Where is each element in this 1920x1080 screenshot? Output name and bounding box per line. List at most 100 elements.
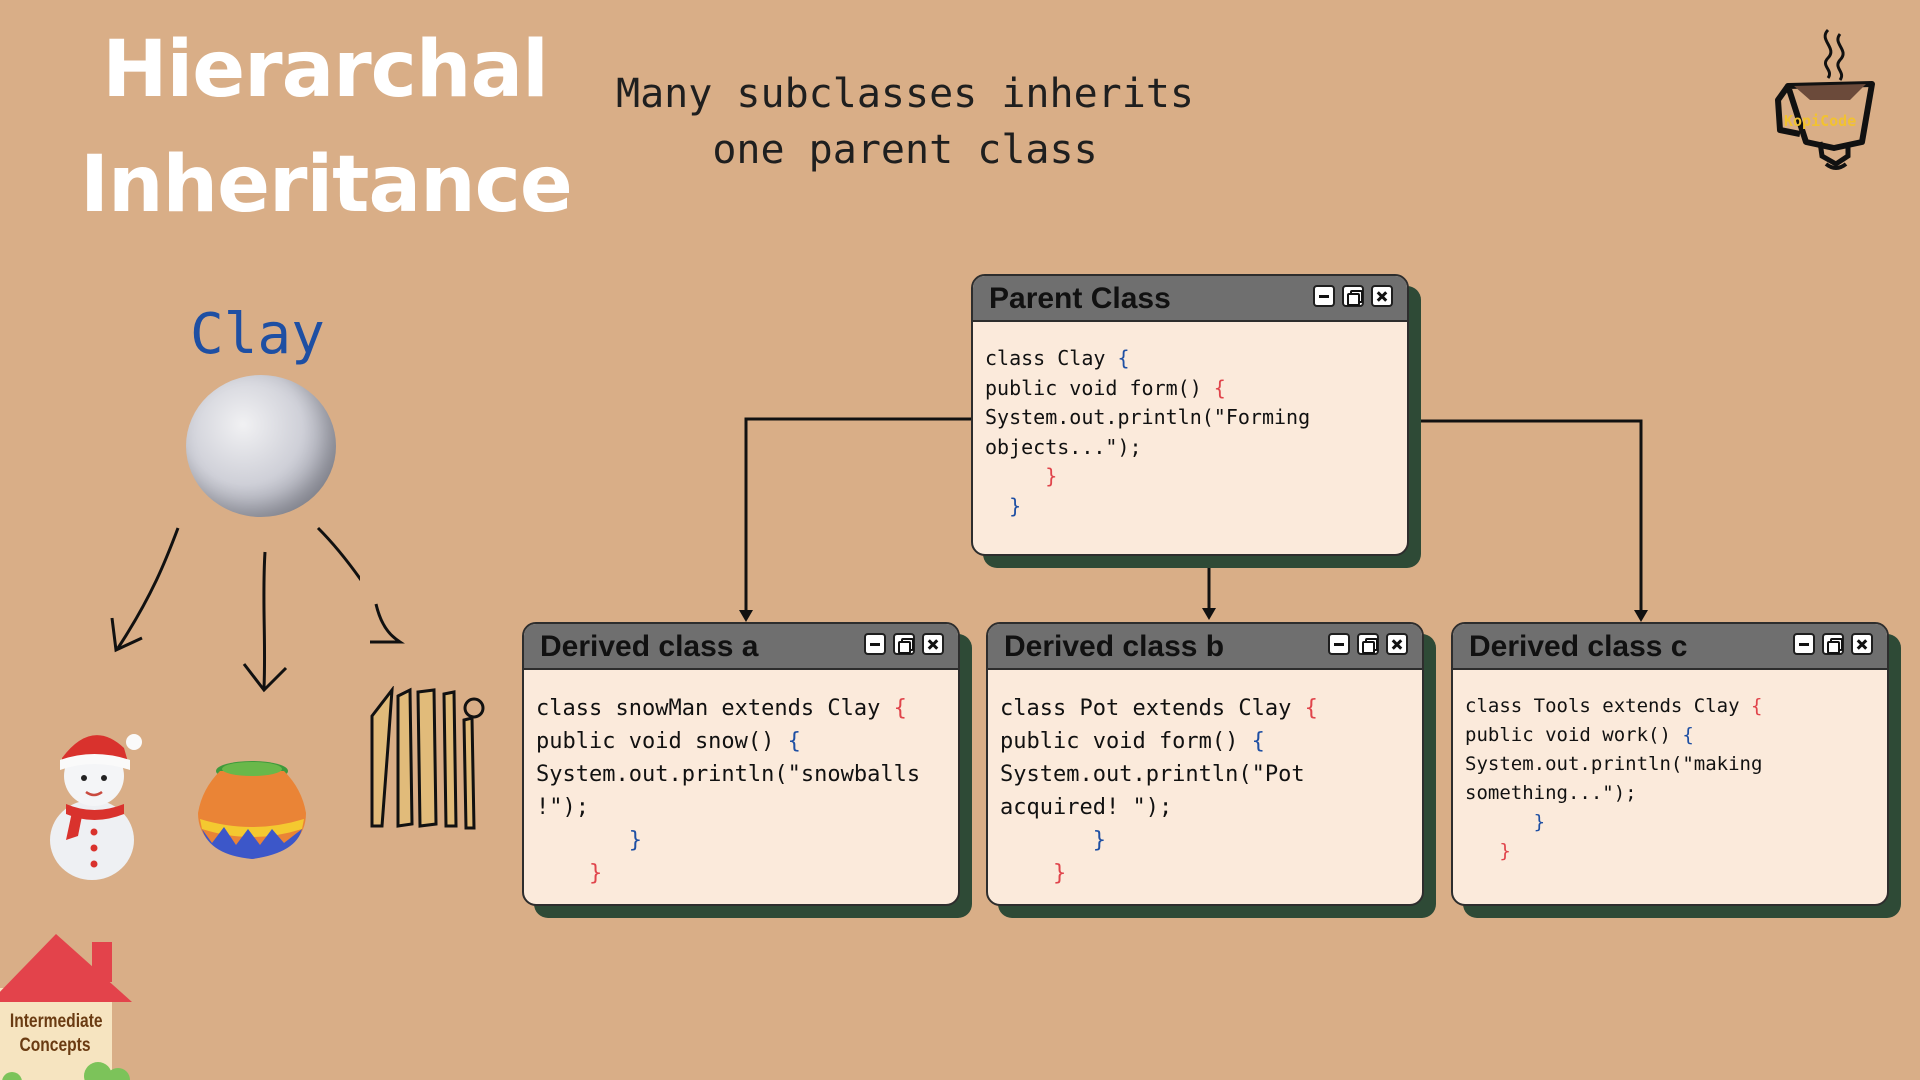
code-text: class Tools extends Clay	[1465, 695, 1751, 717]
code-brace: {	[893, 696, 907, 721]
code-line: objects...");	[985, 433, 1395, 463]
code-brace: {	[1750, 695, 1763, 717]
code-brace: {	[787, 729, 801, 754]
code-text	[536, 861, 589, 886]
code-line: public void form() {	[985, 374, 1395, 404]
code-brace: }	[588, 861, 603, 886]
code-block: class Clay {public void form() {System.o…	[973, 322, 1407, 535]
code-text: acquired! ");	[1000, 795, 1173, 820]
code-text: class Pot extends Clay	[1000, 696, 1305, 721]
code-line: System.out.println("Pot	[1000, 758, 1410, 791]
clay-tools-image	[370, 686, 485, 830]
code-text: System.out.println("making	[1465, 753, 1763, 775]
close-icon[interactable]	[1371, 285, 1393, 307]
maximize-icon[interactable]	[893, 633, 915, 655]
code-text	[985, 494, 1009, 518]
derived-class-c-window: Derived class c class Tools extends Clay…	[1451, 622, 1889, 906]
badge-line1: Intermediate	[9, 1011, 103, 1032]
code-text: objects...");	[985, 434, 1142, 459]
maximize-icon[interactable]	[1357, 633, 1379, 655]
code-line: }	[985, 462, 1395, 492]
code-brace: }	[1499, 840, 1511, 862]
code-brace: }	[1052, 861, 1067, 886]
subtitle-line1: Many subclasses inherits	[616, 71, 1194, 117]
code-text	[985, 464, 1045, 488]
code-line: !");	[536, 791, 946, 824]
window-title: Derived class b	[1004, 630, 1225, 663]
code-line: class Tools extends Clay {	[1465, 692, 1875, 721]
code-line: class Clay {	[985, 344, 1395, 374]
clay-ball-image	[186, 375, 336, 517]
code-text: System.out.println("Pot	[1000, 762, 1305, 787]
window-title: Parent Class	[989, 282, 1171, 315]
code-line: public void form() {	[1000, 725, 1410, 758]
code-text: public void work()	[1465, 724, 1683, 746]
window-title-bar: Parent Class	[973, 276, 1407, 322]
code-text	[1000, 828, 1093, 853]
code-text	[1000, 861, 1053, 886]
code-line: }	[1000, 824, 1410, 857]
minimize-icon[interactable]	[1328, 633, 1350, 655]
minimize-icon[interactable]	[1313, 285, 1335, 307]
house-badge-icon	[0, 934, 132, 1080]
subtitle-line2: one parent class	[712, 127, 1098, 173]
code-line: System.out.println("snowballs	[536, 758, 946, 791]
maximize-icon[interactable]	[1342, 285, 1364, 307]
window-title-bar: Derived class b	[988, 624, 1422, 670]
code-line: }	[536, 824, 946, 857]
minimize-icon[interactable]	[1793, 633, 1815, 655]
close-icon[interactable]	[922, 633, 944, 655]
code-brace: }	[1092, 828, 1106, 853]
code-line: public void snow() {	[536, 725, 946, 758]
code-line: System.out.println("making	[1465, 750, 1875, 779]
badge-label: Intermediate Concepts	[9, 1010, 103, 1058]
code-brace: }	[1533, 811, 1546, 833]
arrow-to-pot	[262, 551, 267, 689]
badge-line2: Concepts	[19, 1035, 91, 1056]
derived-class-b-window: Derived class b class Pot extends Clay {…	[986, 622, 1424, 906]
code-text: public void snow()	[536, 729, 788, 754]
code-text	[1465, 840, 1499, 862]
page-title-line2: Inheritance	[80, 140, 573, 230]
code-text	[536, 828, 629, 853]
code-text: System.out.println("Forming	[985, 405, 1311, 429]
code-text: public void form()	[985, 375, 1214, 400]
code-block: class snowMan extends Clay {public void …	[524, 670, 958, 904]
clay-label: Clay	[190, 302, 325, 367]
code-line: something...");	[1465, 779, 1875, 808]
code-brace: {	[1251, 729, 1265, 754]
code-brace: {	[1304, 696, 1318, 721]
code-text: System.out.println("snowballs	[536, 762, 921, 787]
parent-class-window: Parent Class class Clay {public void for…	[971, 274, 1409, 556]
snowman-image	[50, 734, 142, 880]
close-icon[interactable]	[1851, 633, 1873, 655]
arrow-to-snowman	[116, 527, 180, 649]
code-block: class Tools extends Clay {public void wo…	[1453, 670, 1887, 880]
derived-class-a-window: Derived class a class snowMan extends Cl…	[522, 622, 960, 906]
code-brace: {	[1213, 375, 1226, 400]
close-icon[interactable]	[1386, 633, 1408, 655]
code-brace: }	[1045, 464, 1058, 488]
code-line: System.out.println("Forming	[985, 403, 1395, 433]
code-line: class snowMan extends Clay {	[536, 692, 946, 725]
code-text: class Clay	[985, 346, 1118, 370]
code-brace: }	[628, 828, 642, 853]
window-title-bar: Derived class a	[524, 624, 958, 670]
code-text: public void form()	[1000, 729, 1252, 754]
coffee-cup-logo-icon: KopiCode	[1770, 22, 1890, 182]
code-line: }	[985, 492, 1395, 522]
maximize-icon[interactable]	[1822, 633, 1844, 655]
page-title-line1: Hierarchal	[102, 25, 549, 115]
code-brace: {	[1117, 346, 1130, 370]
window-title: Derived class c	[1469, 630, 1688, 663]
window-title: Derived class a	[540, 630, 759, 663]
window-title-bar: Derived class c	[1453, 624, 1887, 670]
code-text: class snowMan extends Clay	[536, 696, 894, 721]
code-brace: {	[1682, 724, 1694, 746]
code-line: }	[1000, 857, 1410, 890]
minimize-icon[interactable]	[864, 633, 886, 655]
code-text: !");	[536, 795, 589, 820]
code-line: }	[1465, 837, 1875, 866]
arrow-to-tools-head	[370, 603, 405, 644]
code-text: something...");	[1465, 782, 1637, 804]
